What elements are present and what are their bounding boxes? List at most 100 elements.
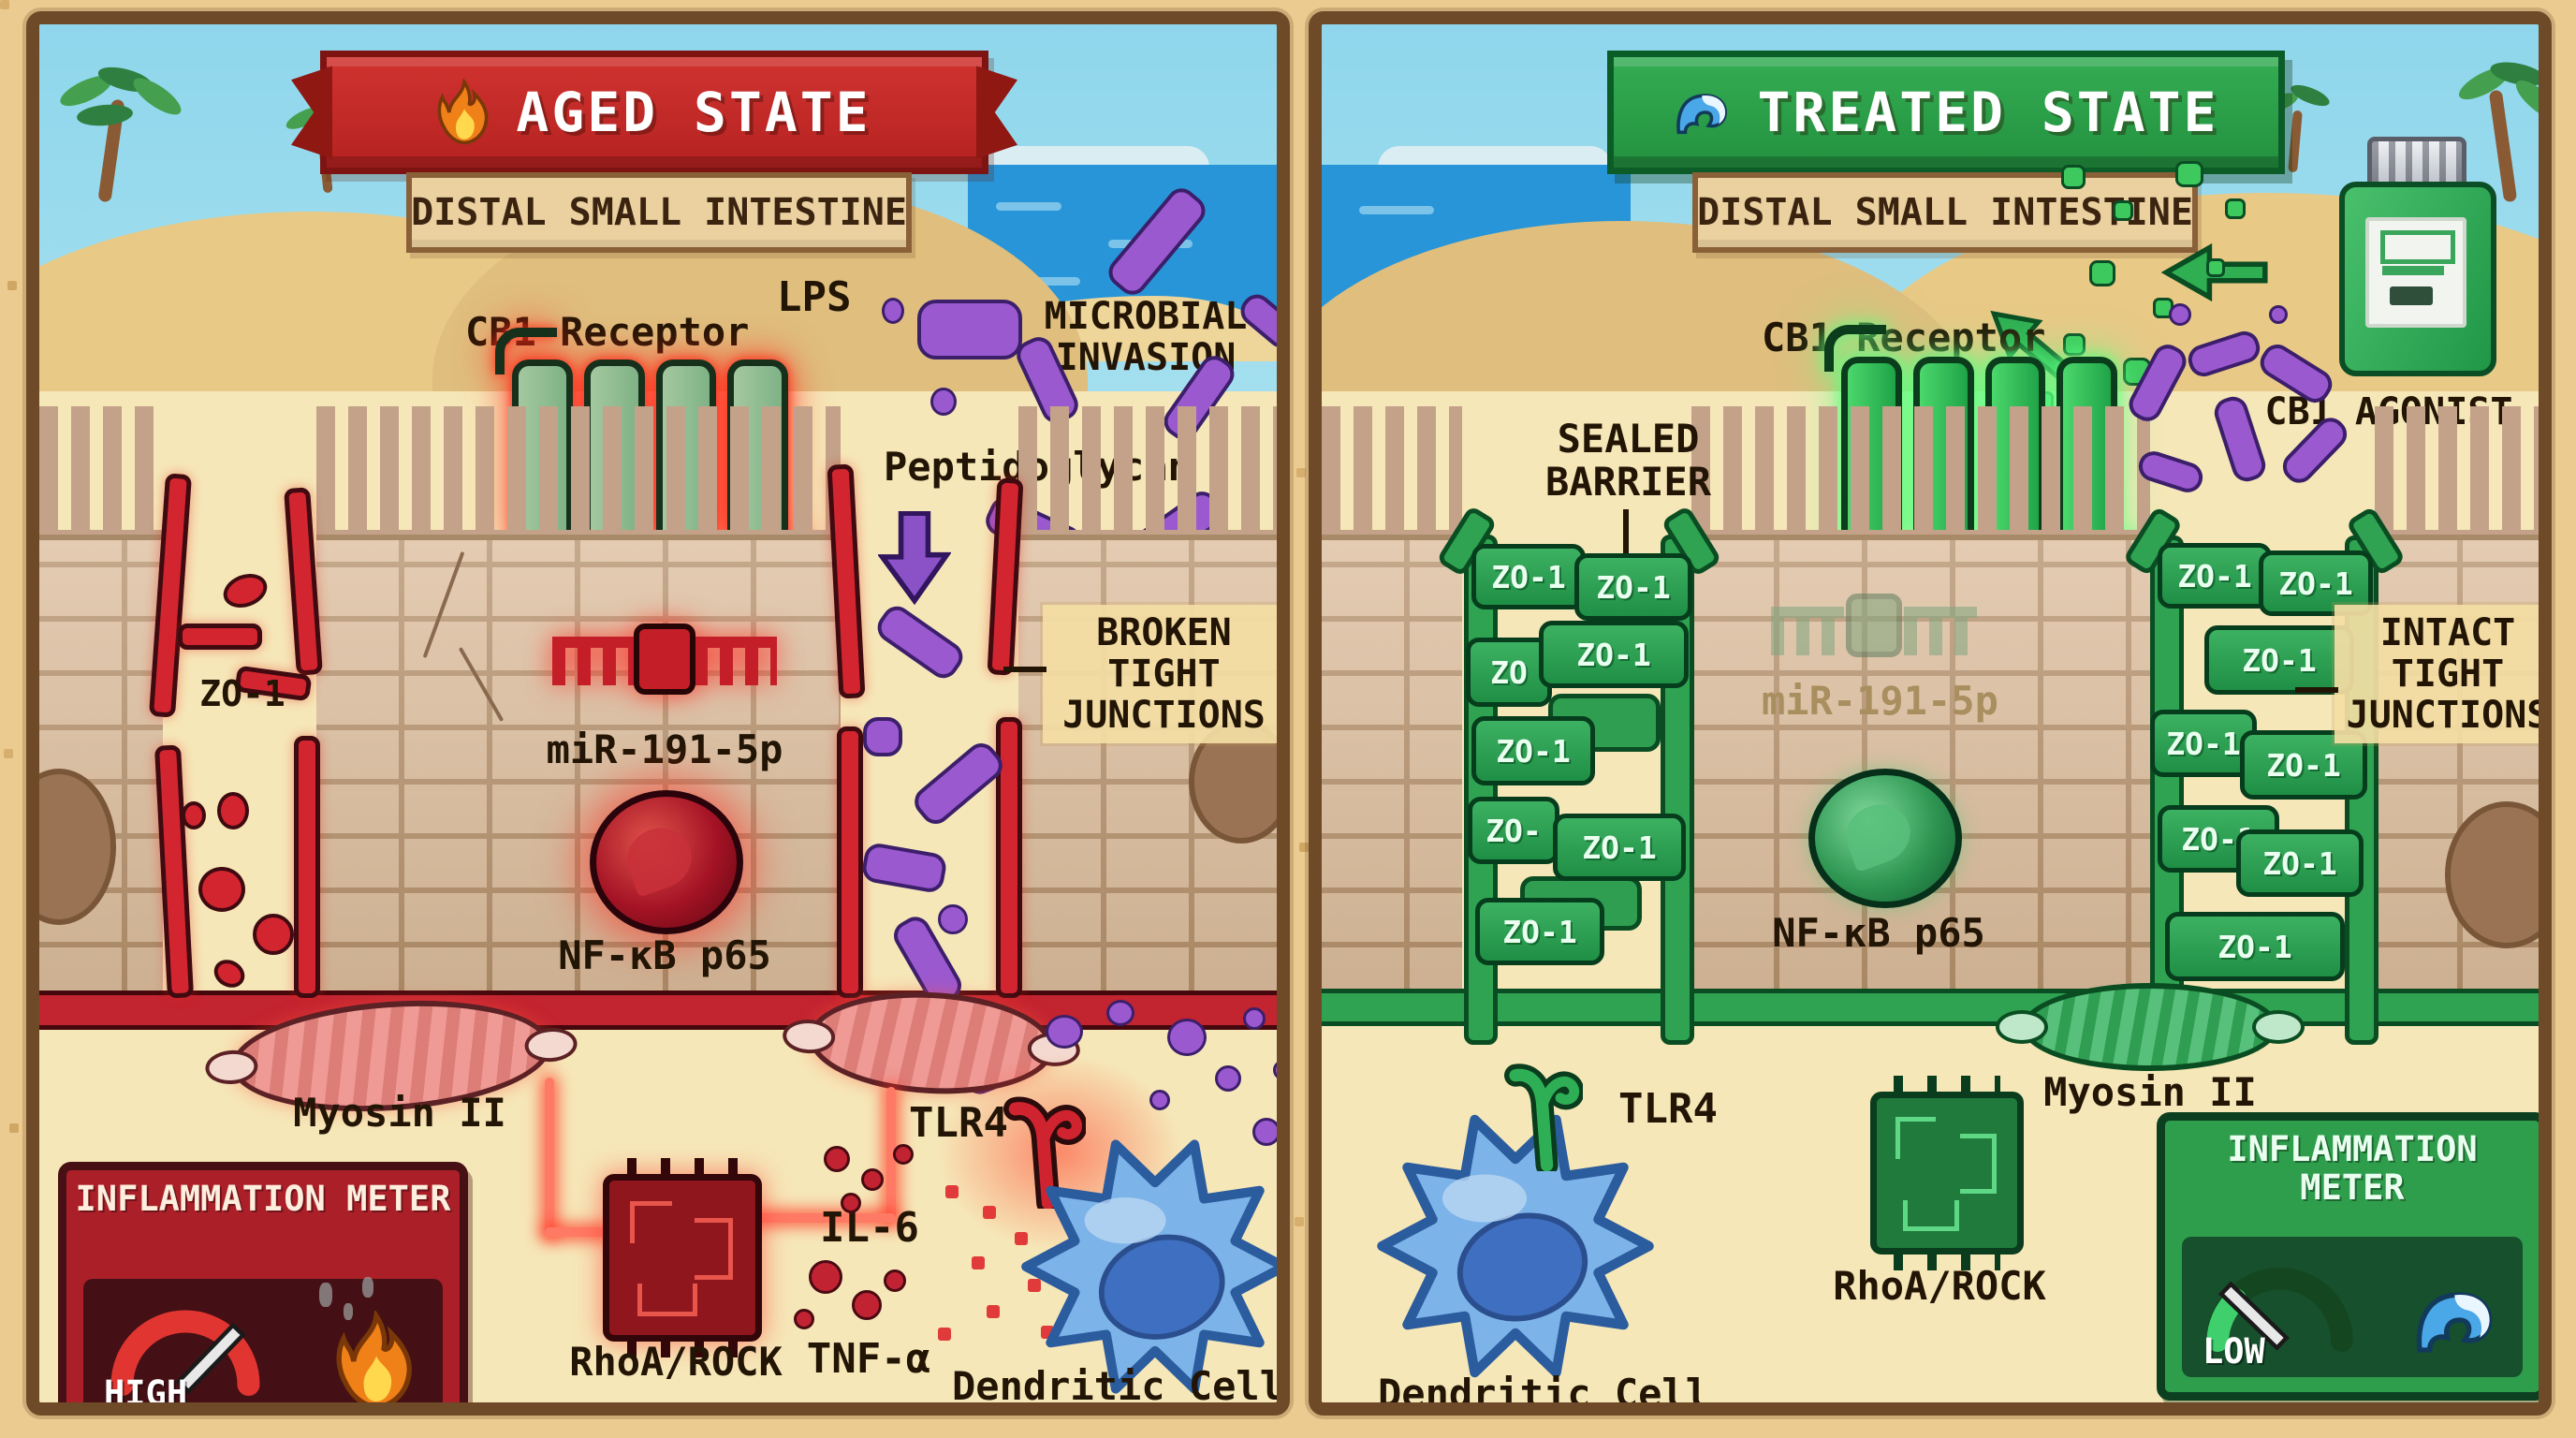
zo1-block: ZO-1 xyxy=(1471,716,1595,785)
inflammation-level-value: LOW xyxy=(2203,1331,2265,1372)
signal-line xyxy=(545,1227,610,1237)
apical-junction-band-damaged xyxy=(39,990,1277,1030)
treated-state-title: TREATED STATE xyxy=(1757,81,2219,144)
epithelium-wall xyxy=(39,535,163,996)
broken-junction-line xyxy=(837,726,863,998)
rhoa-rock-chip-icon xyxy=(1870,1076,2024,1270)
lps-label: LPS xyxy=(777,273,852,321)
lps-blob xyxy=(917,300,1022,360)
nfkb-p65-icon xyxy=(1808,769,1962,908)
cytokine-dot xyxy=(809,1260,842,1294)
cytokine-dot xyxy=(884,1269,906,1292)
myosin-label: Myosin II xyxy=(293,1090,506,1136)
inflammation-meter: INFLAMMATION METER HIGH xyxy=(58,1162,468,1414)
rhoa-rock-chip-icon xyxy=(603,1158,762,1357)
smoke-puff xyxy=(344,1303,353,1320)
inflammation-meter-display: LOW xyxy=(2182,1237,2523,1377)
epithelium-wall xyxy=(316,535,841,996)
wave-icon xyxy=(2416,1292,2493,1353)
nfkb-p65-icon xyxy=(590,790,743,934)
bacterium xyxy=(938,904,968,934)
dendritic-cell-icon xyxy=(1377,1114,1654,1378)
microbial-invasion-label: MICROBIAL INVASION xyxy=(1044,295,1248,379)
mir-191-5p-suppressed-icon xyxy=(1771,594,1977,678)
treated-state-banner: TREATED STATE xyxy=(1607,51,2285,174)
cytokine-dot xyxy=(841,1193,861,1213)
fire-icon xyxy=(336,1311,412,1402)
dendritic-cell-label: Dendritic Cell xyxy=(952,1363,1284,1409)
inflammation-meter: INFLAMMATION METER LOW xyxy=(2157,1112,2539,1401)
region-label: DISTAL SMALL INTESTINE xyxy=(406,172,912,253)
broken-junction-stub xyxy=(178,624,262,650)
zo1-block: ZO xyxy=(1466,638,1552,707)
pointer-line xyxy=(1003,667,1046,672)
signal-line xyxy=(545,1078,554,1237)
sealed-barrier-label: SEALED BARRIER xyxy=(1544,416,1711,506)
gauge-high-icon xyxy=(110,1310,260,1396)
dendritic-cell-label: Dendritic Cell xyxy=(1378,1371,1710,1416)
zo1-fragment xyxy=(253,914,294,955)
apical-junction-band-healthy xyxy=(1322,989,2539,1026)
dose-arrow-icon xyxy=(1990,310,2071,381)
inflammation-meter-display: HIGH xyxy=(83,1277,443,1414)
signal-line xyxy=(886,1087,896,1223)
gauge-low-icon xyxy=(2206,1268,2353,1353)
zo1-fragment xyxy=(217,792,249,829)
zo1-block: ZO-1 xyxy=(1471,544,1586,609)
pointer-line xyxy=(2295,687,2338,693)
myosin-relaxed-icon xyxy=(2022,983,2278,1071)
region-label: DISTAL SMALL INTESTINE xyxy=(1692,172,2198,253)
tnfa-label: TNF-α xyxy=(806,1335,931,1383)
zo1-block: ZO-1 xyxy=(2236,829,2364,897)
zo1-fragment xyxy=(182,801,206,829)
zo1-gap-label: ZO-1 xyxy=(199,673,285,714)
zo1-block: ZO-1 xyxy=(2165,912,2345,981)
inflammation-level-value: HIGH xyxy=(104,1373,188,1414)
tlr4-receptor-icon xyxy=(1003,1096,1086,1209)
cytokine-dot xyxy=(893,1144,914,1165)
rhoa-rock-label: RhoA/ROCK xyxy=(569,1339,783,1385)
villi xyxy=(316,406,841,541)
invasion-arrow-icon xyxy=(878,511,951,605)
cytokine-dot xyxy=(794,1309,814,1329)
cytokine-dot xyxy=(852,1290,882,1320)
cytokine-dot xyxy=(824,1146,850,1172)
villi xyxy=(2375,406,2539,541)
cb1-agonist-bottle-icon xyxy=(2328,137,2496,376)
villi xyxy=(1322,406,1462,541)
nfkb-p65-label: NF-κB p65 xyxy=(1772,910,1985,956)
mir-191-5p-label: miR-191-5p xyxy=(1762,678,1998,724)
intact-junction-column: ZO-1 ZO-1 ZO-1 ZO-1 ZO-1 ZO-1 ZO-1 ZO-1 xyxy=(2122,506,2407,1045)
inflammation-meter-title: INFLAMMATION METER xyxy=(75,1179,451,1219)
zo1-block: ZO-1 xyxy=(2204,625,2354,695)
mir-191-5p-icon xyxy=(552,624,777,717)
dendritic-cell-icon xyxy=(1021,1139,1277,1394)
broken-tight-junctions-label: BROKEN TIGHT JUNCTIONS xyxy=(1043,605,1277,743)
smoke-puff xyxy=(319,1283,332,1307)
fire-icon xyxy=(437,79,489,145)
broken-junction-line xyxy=(294,736,320,998)
intact-tight-junctions-label: INTACT TIGHT JUNCTIONS xyxy=(2334,605,2539,743)
cytokine-dot xyxy=(861,1168,884,1191)
bacterium xyxy=(863,717,902,756)
tlr4-label: TLR4 xyxy=(909,1099,1008,1147)
aged-state-panel: AGED STATE DISTAL SMALL INTESTINE LPS MI… xyxy=(26,11,1290,1416)
aged-state-title: AGED STATE xyxy=(516,81,871,144)
pointer-line xyxy=(1623,509,1629,567)
sand-speckles xyxy=(0,0,9,9)
epithelium-wall xyxy=(1322,535,1462,996)
zo1-block: ZO-1 xyxy=(1475,898,1604,965)
signal-line xyxy=(753,1213,896,1223)
zo1-block: ZO-1 xyxy=(1553,814,1686,881)
mir-191-5p-label: miR-191-5p xyxy=(546,726,783,772)
smoke-puff xyxy=(362,1277,373,1298)
myosin-label: Myosin II xyxy=(2043,1069,2257,1115)
wave-icon xyxy=(1676,94,1727,135)
inflammation-meter-title: INFLAMMATION METER xyxy=(2227,1129,2478,1209)
lps-particle xyxy=(930,388,957,416)
zo1-block: ZO-1 xyxy=(1574,553,1692,621)
aged-state-banner: AGED STATE xyxy=(320,51,988,174)
zo1-block: ZO-1 xyxy=(2158,543,2272,609)
villi xyxy=(1018,406,1277,541)
tlr4-label: TLR4 xyxy=(1618,1085,1718,1133)
